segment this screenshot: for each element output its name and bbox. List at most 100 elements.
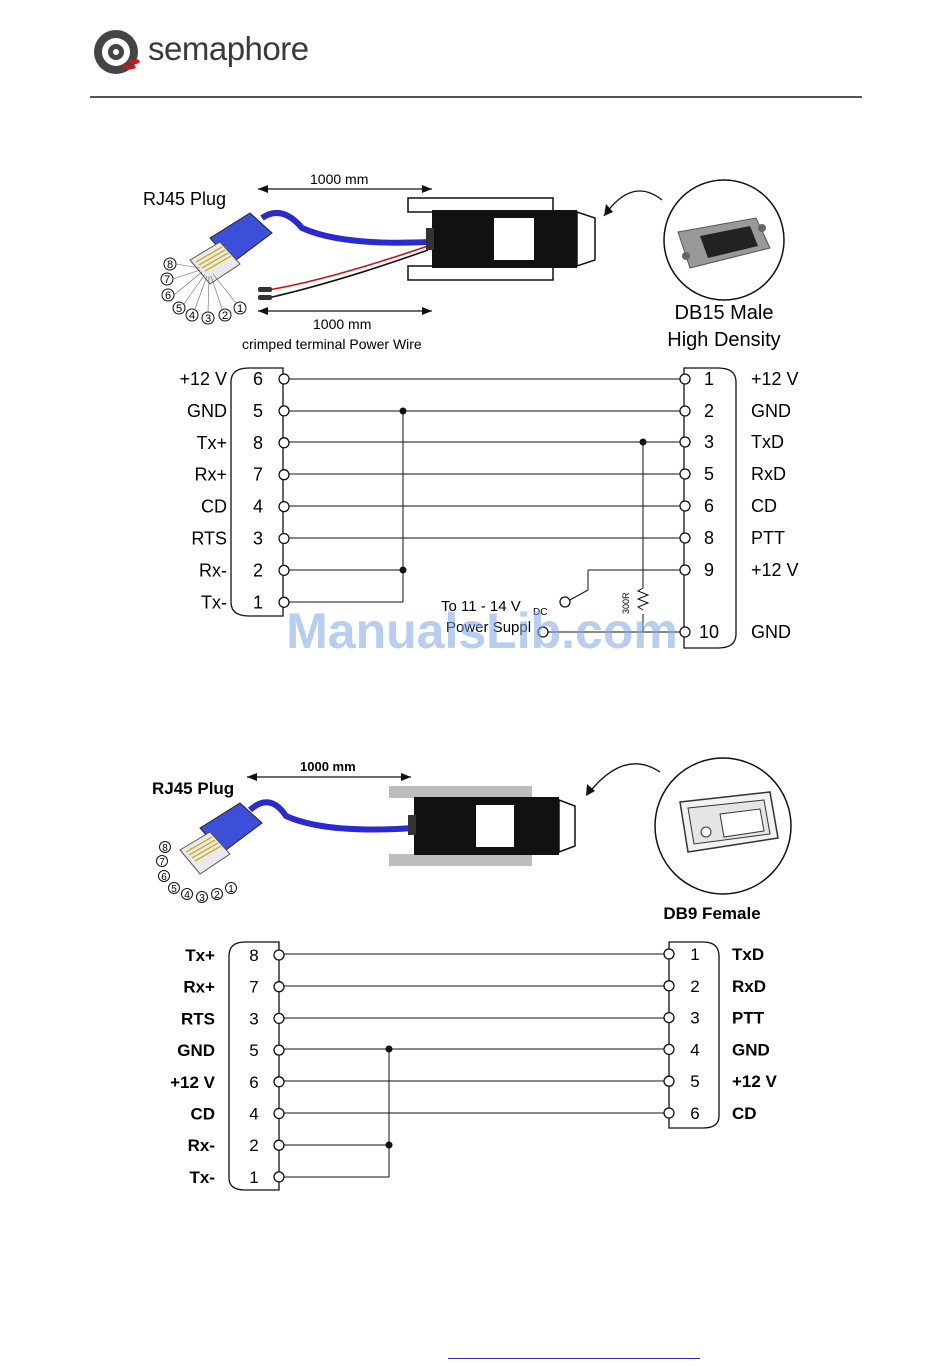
plug-pin-7: 7 xyxy=(159,857,165,868)
pin-terminal-dot xyxy=(679,564,691,576)
junction-dot xyxy=(639,438,647,446)
db9-connector-icon xyxy=(679,791,779,853)
pin-terminal-dot xyxy=(663,1075,675,1087)
plug-pin-6: 6 xyxy=(165,290,171,302)
pin-terminal-dot xyxy=(273,1076,285,1088)
right-pin-name: GND xyxy=(751,401,791,421)
resistor-300r-icon xyxy=(636,587,650,611)
power-terminal-black xyxy=(258,295,272,300)
power-length-label: 1000 mm xyxy=(313,316,371,332)
pin-terminal-dot xyxy=(273,1044,285,1056)
plug-pin-1: 1 xyxy=(237,303,243,315)
right-pin-name: PTT xyxy=(751,528,785,548)
watermark-text: ManualsLib.com xyxy=(286,603,678,659)
pin-terminal-dot xyxy=(663,948,675,960)
pin-terminal-dot xyxy=(278,500,290,513)
pin-terminal-dot xyxy=(278,437,290,449)
plug-pin-3: 3 xyxy=(205,313,211,325)
left-pin-number: 2 xyxy=(253,560,263,580)
right-pin-number: 5 xyxy=(704,464,714,484)
power-terminal-red xyxy=(258,287,272,292)
header-divider xyxy=(90,96,862,98)
power-wire-black xyxy=(267,249,429,299)
left-pin-number: 6 xyxy=(249,1073,258,1092)
left-pin-number: 4 xyxy=(249,1105,258,1124)
left-pin-name: Tx- xyxy=(201,592,227,612)
connector-label-line2: High Density xyxy=(667,329,780,351)
right-pin-number: 5 xyxy=(690,1072,699,1091)
power-wire-red xyxy=(267,245,429,291)
plug-pin-numbers: 8 7 6 5 4 3 2 1 xyxy=(156,841,237,904)
plug-pin-numbers: 8 7 6 5 4 3 2 1 xyxy=(160,257,247,325)
pin-terminal-dot xyxy=(679,468,691,480)
pin-terminal-dot xyxy=(278,373,290,385)
right-pin-number: 6 xyxy=(704,496,714,516)
left-pin-number: 1 xyxy=(253,592,263,612)
pin-terminal-dot xyxy=(663,980,675,992)
pin-terminal-dot xyxy=(663,1043,675,1056)
d1-wires xyxy=(289,378,680,633)
pin-terminal-dot xyxy=(663,1107,675,1119)
right-pin-name: GND xyxy=(751,622,791,642)
left-pin-name: RTS xyxy=(181,1009,215,1028)
power-supply-line1: To 11 - 14 V xyxy=(441,598,521,615)
db15-connector-icon xyxy=(677,217,771,269)
pin-terminal-dot xyxy=(278,469,290,481)
plug-pin-2: 2 xyxy=(214,890,220,901)
right-pin-name: RxD xyxy=(751,464,786,484)
left-pin-number: 7 xyxy=(253,465,263,485)
pin-terminal-dot xyxy=(273,1171,285,1183)
power-terminal-dot xyxy=(559,596,571,608)
right-pin-number: 4 xyxy=(690,1040,699,1059)
left-pin-number: 5 xyxy=(249,1041,258,1060)
left-pin-name: RTS xyxy=(191,529,227,549)
left-pin-name: CD xyxy=(190,1105,215,1124)
footer-link-underline[interactable] xyxy=(448,1358,700,1359)
left-pin-name: Rx- xyxy=(199,560,227,580)
right-pin-name: +12 V xyxy=(732,1072,778,1091)
plug-pin-5: 5 xyxy=(176,303,182,315)
junction-dot xyxy=(399,407,407,415)
pin-terminal-dot xyxy=(273,1012,285,1025)
left-pin-name: Tx- xyxy=(190,1168,216,1187)
left-pin-number: 6 xyxy=(253,369,263,389)
plug-pin-8: 8 xyxy=(167,259,173,271)
plug-label: RJ45 Plug xyxy=(152,779,234,798)
right-pin-number: 2 xyxy=(690,977,699,996)
cable-length-label: 1000 mm xyxy=(310,171,368,187)
left-pin-name: Rx+ xyxy=(194,465,227,485)
pin-terminal-dot xyxy=(679,436,691,448)
d2-wires xyxy=(284,953,664,1178)
left-pin-number: 3 xyxy=(253,529,263,549)
left-pin-name: GND xyxy=(177,1041,215,1060)
left-pin-name: CD xyxy=(201,497,227,517)
pin-terminal-dot xyxy=(278,564,290,577)
left-pin-name: +12 V xyxy=(170,1073,216,1092)
plug-pin-3: 3 xyxy=(199,893,205,904)
pin-terminal-dot xyxy=(273,949,285,961)
plug-pin-8: 8 xyxy=(162,843,168,854)
left-pin-number: 8 xyxy=(249,946,258,965)
plug-label: RJ45 Plug xyxy=(143,189,226,209)
rj45-pin-housing xyxy=(228,941,280,1191)
resistor-label: 300R xyxy=(621,592,631,614)
db15-pin-housing xyxy=(683,367,737,649)
rj45-db9-wiring-diagram: RJ45 Plug 1000 mm 8 7 6 5 4 3 2 1 xyxy=(152,757,792,1191)
left-pin-name: +12 V xyxy=(179,369,227,389)
plug-pin-7: 7 xyxy=(164,274,170,286)
plug-pin-4: 4 xyxy=(189,310,195,322)
left-pin-name: Tx+ xyxy=(196,433,227,453)
right-pin-number: 1 xyxy=(704,369,714,389)
pin-terminal-dot xyxy=(679,500,691,512)
junction-dot xyxy=(399,566,407,574)
plug-pin-5: 5 xyxy=(171,884,177,895)
logo-text: semaphore xyxy=(148,30,309,67)
right-pin-number: 9 xyxy=(704,560,714,580)
plug-pin-6: 6 xyxy=(161,872,167,883)
db15-backshell-icon xyxy=(407,197,596,281)
left-pin-name: Tx+ xyxy=(185,946,215,965)
right-pin-number: 10 xyxy=(699,622,719,642)
